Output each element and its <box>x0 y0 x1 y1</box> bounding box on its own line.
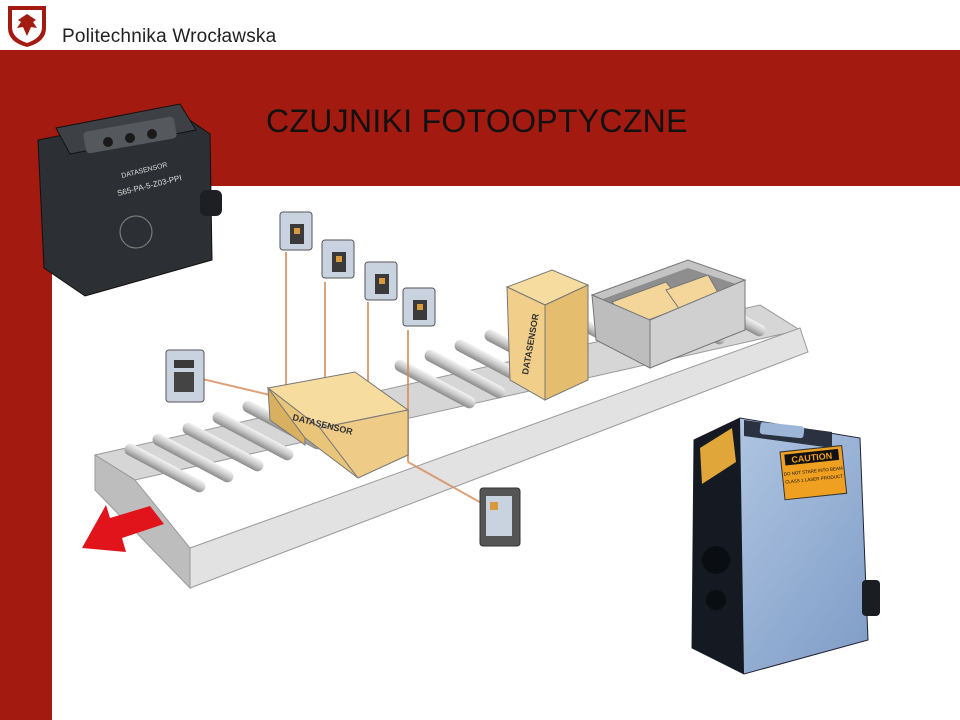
caution-line-1: DO NOT STARE INTO BEAM <box>783 466 843 477</box>
direction-arrow-icon <box>82 505 164 552</box>
header-bar: Politechnika Wrocławska <box>0 0 960 50</box>
tray-with-boxes <box>590 259 747 369</box>
black-sensor-photo: DATASENSOR S65-PA-5-Z03-PPI <box>37 103 222 297</box>
overhead-sensors <box>165 211 521 547</box>
caution-title: CAUTION <box>791 451 833 465</box>
university-logo <box>8 6 46 47</box>
caution-line-2: CLASS 1 LASER PRODUCT <box>785 474 843 485</box>
blue-laser-sensor-photo: CAUTION DO NOT STARE INTO BEAM CLASS 1 L… <box>691 417 880 675</box>
slide-title: CZUJNIKI FOTOOPTYCZNE <box>266 103 688 139</box>
standing-box: DATASENSOR <box>505 269 590 401</box>
package-box-on-conveyor: DATASENSOR <box>266 371 410 479</box>
university-name: Politechnika Wrocławska <box>62 26 277 47</box>
